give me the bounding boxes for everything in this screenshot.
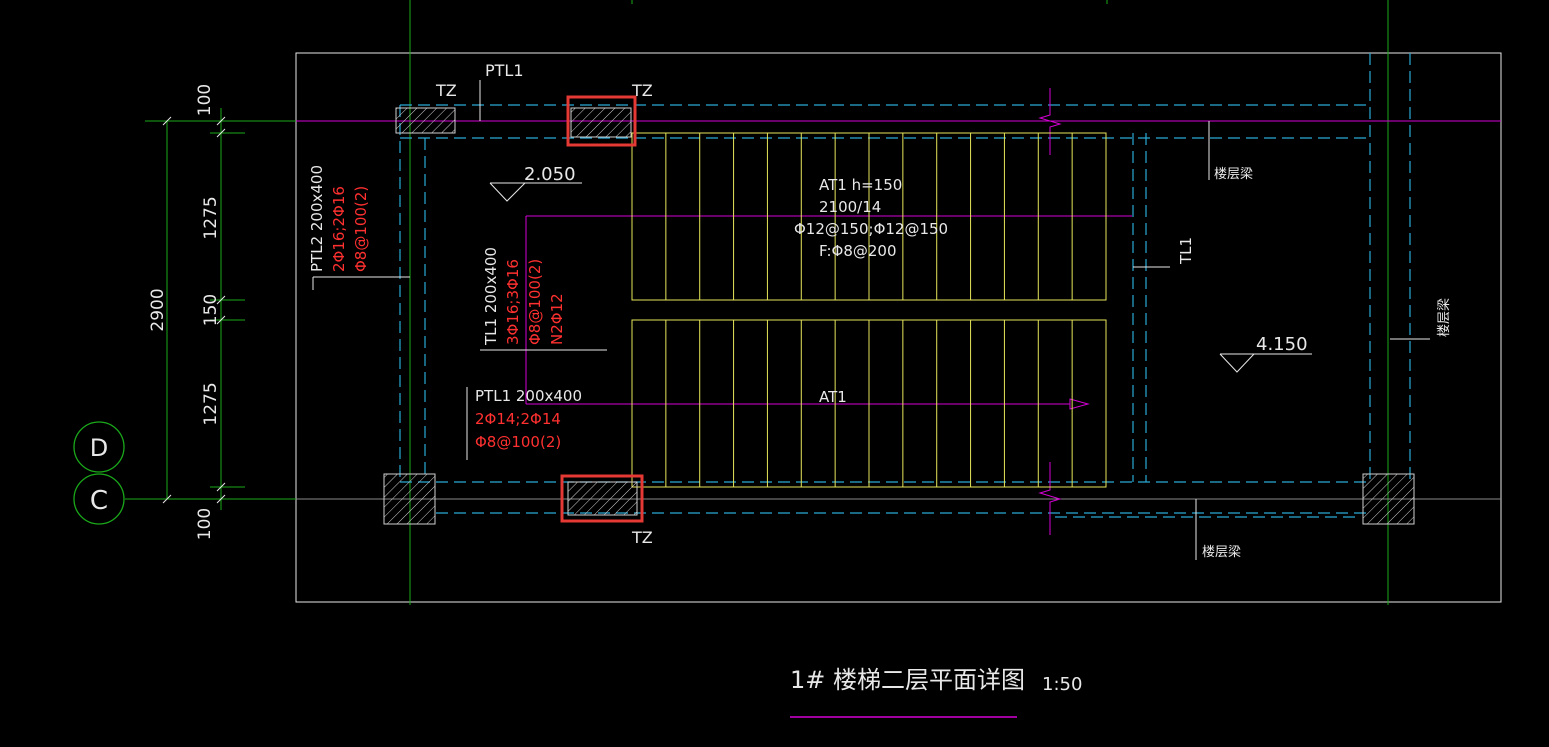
stair-treads: [665, 133, 1073, 487]
axis-label-c: C: [90, 486, 108, 516]
section-lines: [296, 88, 1501, 718]
label-tz-top-mid: TZ: [631, 81, 653, 100]
drawing-frame: [295, 52, 1502, 603]
label-tl1-line1: 3Φ16;3Φ16: [504, 259, 522, 345]
label-tl1-name: TL1 200x400: [482, 247, 500, 346]
label-tz-bottom: TZ: [631, 528, 653, 547]
label-tl1-right: TL1: [1177, 237, 1195, 265]
column-tz-bottom: [567, 481, 638, 516]
label-ptl2-name: PTL2 200x400: [308, 165, 326, 272]
label-tl1-line3: N2Φ12: [548, 293, 566, 345]
column-right-bottom: [1362, 473, 1415, 525]
dim-flight-lower: 1275: [201, 382, 221, 425]
label-floor-beam-bottom: 楼层梁: [1202, 545, 1241, 560]
highlight-box-top[interactable]: [566, 95, 637, 147]
column-tz-top-left: [395, 107, 456, 134]
label-tz-top-left: TZ: [435, 81, 457, 100]
dimension-ticks: [162, 116, 226, 504]
dim-total: 2900: [148, 288, 168, 331]
grid-lines: [125, 0, 1501, 605]
label-elev-left: 2.050: [524, 164, 576, 185]
axis-bubble-c: [73, 473, 125, 525]
dim-flight-upper: 1275: [201, 196, 221, 239]
label-ptl1-line2: Φ8@100(2): [475, 433, 561, 451]
label-at1-line3: F:Φ8@200: [819, 242, 897, 260]
drawing-scale: 1:50: [1042, 674, 1082, 695]
label-tl1-line2: Φ8@100(2): [526, 259, 544, 345]
dim-gap: 150: [201, 294, 221, 326]
label-ptl1-top: PTL1: [485, 61, 524, 80]
label-at1-line2: Φ12@150;Φ12@150: [794, 220, 948, 238]
axis-bubble-d: [73, 421, 125, 473]
column-tz-top: [570, 107, 632, 138]
label-ptl2-line2: Φ8@100(2): [352, 186, 370, 272]
highlight-box-bottom[interactable]: [560, 474, 644, 523]
column-left-bottom: [383, 473, 436, 525]
label-ptl1-line1: 2Φ14;2Φ14: [475, 410, 561, 428]
axis-label-d: D: [90, 434, 108, 462]
label-ptl1-name: PTL1 200x400: [475, 387, 582, 405]
label-at1-arrow: AT1: [819, 388, 847, 406]
label-at1-head: AT1 h=150: [819, 176, 902, 194]
drawing-title: 1# 楼梯二层平面详图: [790, 666, 1025, 694]
label-elev-right: 4.150: [1256, 334, 1308, 355]
label-ptl2-line1: 2Φ16;2Φ16: [330, 186, 348, 272]
columns: [383, 107, 1415, 525]
label-floor-beam-top: 楼层梁: [1214, 167, 1253, 182]
dim-bottom-offset: 100: [195, 508, 215, 540]
label-at1-line1: 2100/14: [819, 198, 881, 216]
label-floor-beam-right: 楼层梁: [1437, 298, 1452, 337]
dim-top-offset: 100: [195, 84, 215, 116]
leader-lines: [312, 80, 1430, 560]
